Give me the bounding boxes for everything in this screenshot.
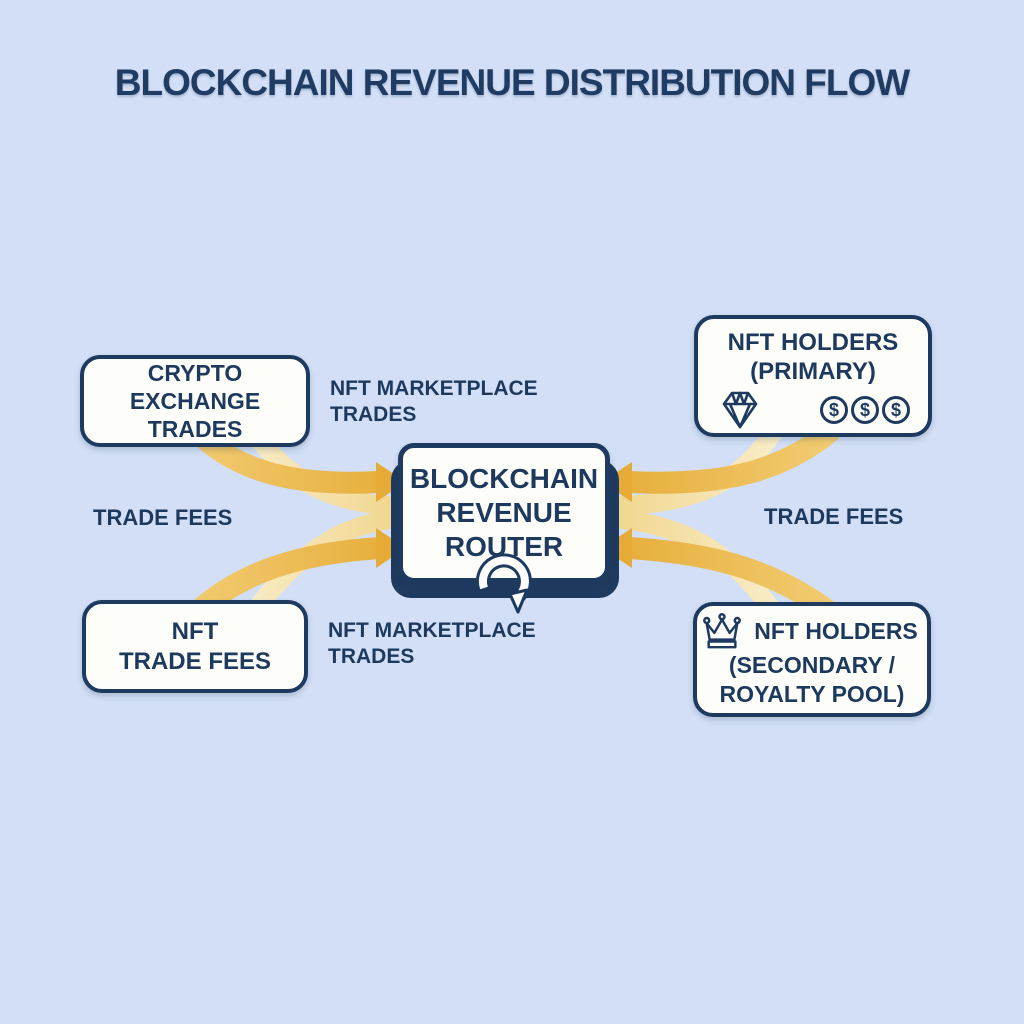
node-label: (SECONDARY / — [728, 652, 896, 679]
node-label: (PRIMARY) — [750, 358, 876, 385]
arrow-primary-to-router — [627, 421, 840, 494]
node-label: NFT HOLDERS — [727, 328, 899, 356]
dollar-coin-icon: $ — [820, 396, 848, 425]
crown-icon — [703, 613, 742, 649]
node-label: REVENUE — [436, 496, 572, 528]
page-title: BLOCKCHAIN REVENUE DISTRIBUTION FLOW — [114, 62, 910, 103]
dollar-coins: $ $ $ — [820, 396, 910, 425]
cycle-loop-icon — [475, 553, 532, 614]
primary-icons-row: $ $ $ — [698, 386, 928, 430]
node-nft-trade-fees: NFT TRADE FEES — [82, 600, 308, 693]
label-line: TRADES — [328, 645, 415, 669]
label-line: TRADES — [330, 403, 417, 427]
arrow-secondary-to-router — [627, 537, 839, 623]
dollar-coin-icon: $ — [851, 396, 879, 425]
node-label: CRYPTO EXCHANGE — [129, 359, 261, 414]
label-line: NFT MARKETPLACE — [328, 619, 536, 642]
arrow-nftfees-to-router — [187, 537, 381, 623]
label-trade-fees-right: TRADE FEES — [764, 504, 904, 529]
label-nft-marketplace-trades-bottom: NFT MARKETPLACE TRADES — [328, 618, 536, 671]
label-line: NFT MARKETPLACE — [330, 377, 538, 400]
diamond-icon — [722, 391, 758, 429]
label-nft-marketplace-trades-top: NFT MARKETPLACE TRADES — [330, 376, 538, 429]
dollar-coin-icon: $ — [882, 396, 910, 425]
node-nft-holders-secondary: NFT HOLDERS (SECONDARY / ROYALTY POOL) — [693, 602, 931, 717]
secondary-title-row: NFT HOLDERS — [700, 611, 918, 651]
node-label: BLOCKCHAIN — [409, 462, 599, 494]
label-trade-fees-left: TRADE FEES — [93, 505, 233, 530]
node-label: TRADES — [147, 416, 243, 443]
node-label: ROYALTY POOL) — [719, 680, 905, 707]
node-label: NFT — [171, 618, 219, 646]
node-label: TRADE FEES — [118, 647, 271, 675]
node-crypto-exchange-trades: CRYPTO EXCHANGE TRADES — [80, 355, 310, 447]
node-label: NFT HOLDERS — [754, 618, 918, 645]
node-nft-holders-primary: NFT HOLDERS (PRIMARY) $ $ $ — [694, 315, 932, 437]
